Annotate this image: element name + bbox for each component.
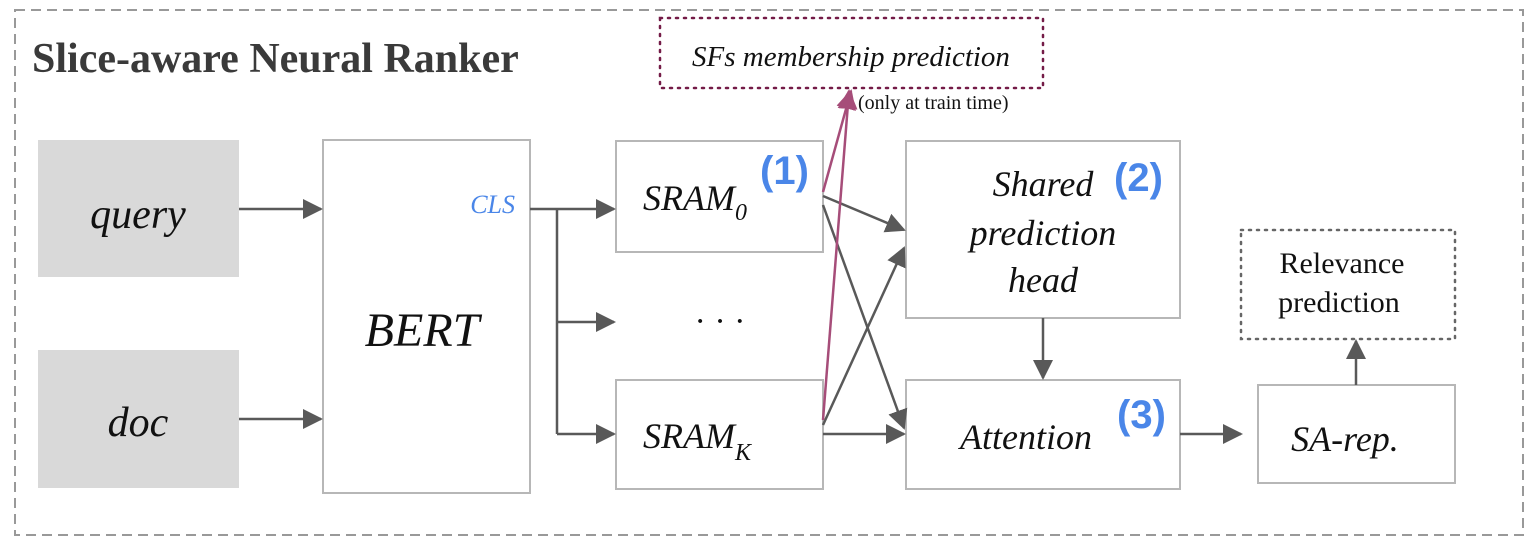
sram-0-sub: 0 [735,200,747,226]
shared-head-line2: prediction [967,213,1117,253]
sram-k-base: SRAM [643,416,737,456]
arrow-sram0-shared [822,194,906,233]
marker-3: (3) [1117,393,1166,437]
shared-head-box [905,140,1181,319]
query-label: query [90,192,186,238]
shared-head-line1: Shared [993,164,1095,204]
arrow-sramk-shared [821,246,906,426]
marker-2: (2) [1114,156,1163,200]
doc-box [38,350,239,488]
arrow-sram0-attention [821,204,908,430]
arrow-sramk-membership [821,89,858,421]
diagram-title: Slice-aware Neural Ranker [32,36,519,82]
relevance-box [1239,228,1457,341]
marker-1: (1) [760,149,809,193]
bert-label: BERT [365,304,483,357]
sram-0-base: SRAM [643,178,737,218]
sram-0-box [615,140,824,253]
sram-0-label: SRAM0 [643,178,747,226]
membership-note: (only at train time) [858,92,1009,114]
relevance-line1: Relevance [1280,247,1405,280]
membership-label: SFs membership prediction [692,41,1010,73]
relevance-line2: prediction [1278,286,1400,319]
sa-rep-box [1257,384,1456,484]
sram-k-label: SRAMK [643,416,753,466]
attention-label: Attention [958,417,1092,457]
membership-box [658,16,1045,90]
sa-rep-label: SA-rep. [1291,419,1399,459]
sram-k-sub: K [734,440,753,466]
ranker-frame [14,9,1524,536]
shared-head-line3: head [1008,260,1079,300]
bert-box [322,139,531,494]
query-box [38,140,239,277]
cls-label: CLS [470,190,515,219]
doc-label: doc [108,400,169,446]
sram-ellipsis: · · · [695,303,746,340]
